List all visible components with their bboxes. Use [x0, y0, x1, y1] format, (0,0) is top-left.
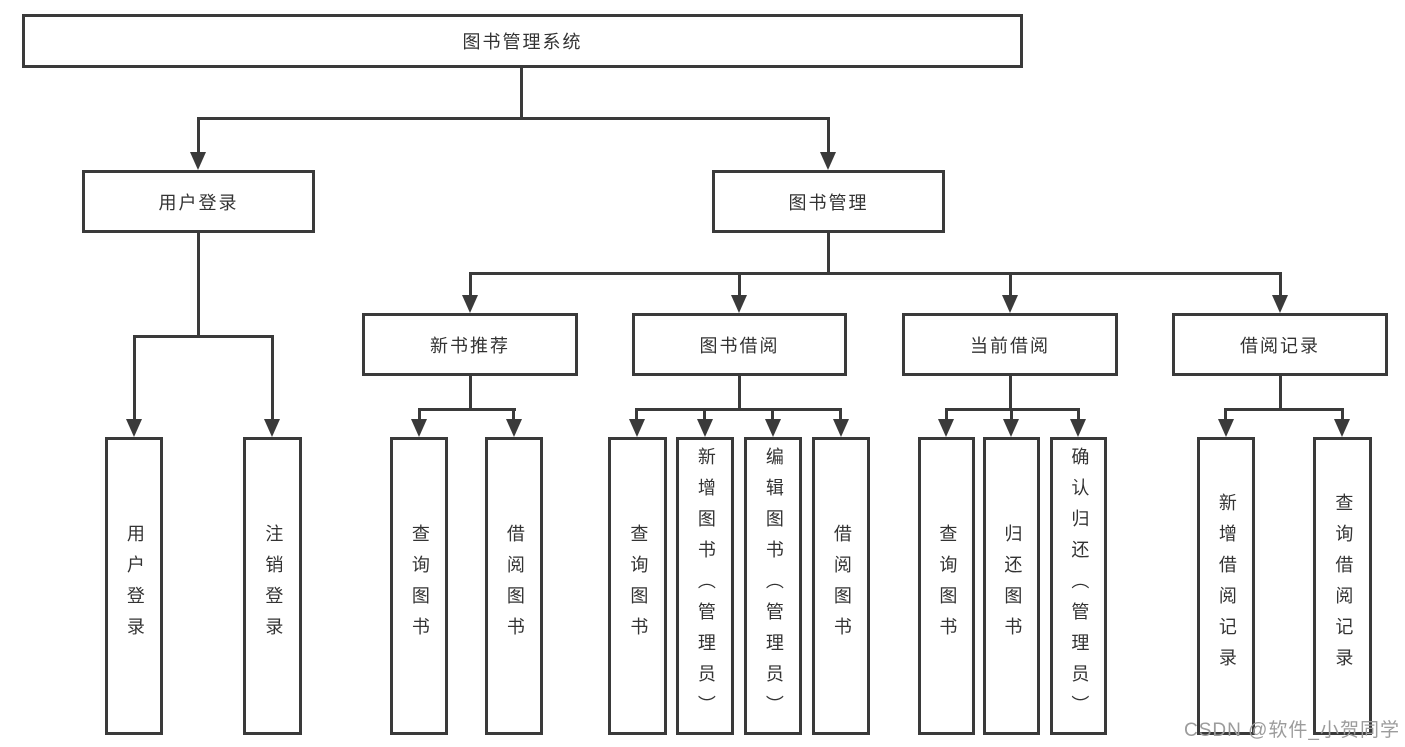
arrow-down-icon — [833, 419, 849, 437]
node-new-book-recommend: 新书推荐 — [362, 313, 578, 376]
connector-line — [1279, 272, 1282, 298]
connector-line — [469, 272, 1282, 275]
arrow-down-icon — [1272, 295, 1288, 313]
node-label: 新增图书（管理员） — [695, 446, 716, 726]
connector-line — [469, 376, 472, 408]
node-label: 查询图书 — [409, 524, 430, 648]
connector-line — [771, 408, 774, 422]
connector-line — [827, 233, 830, 274]
connector-line — [1009, 376, 1012, 408]
arrow-down-icon — [731, 295, 747, 313]
node-label: 新书推荐 — [430, 335, 510, 356]
arrow-down-icon — [411, 419, 427, 437]
connector-line — [512, 408, 515, 422]
node-borrow-records: 借阅记录 — [1172, 313, 1388, 376]
leaf-add-borrow-record: 新增借阅记录 — [1197, 437, 1255, 735]
node-user-login: 用户登录 — [82, 170, 315, 233]
connector-line — [418, 408, 421, 422]
leaf-confirm-return-admin: 确认归还（管理员） — [1050, 437, 1107, 735]
connector-line — [1009, 272, 1012, 298]
leaf-query-books-borrow: 查询图书 — [608, 437, 667, 735]
node-label: 确认归还（管理员） — [1069, 446, 1090, 726]
node-label: 查询图书 — [628, 524, 649, 648]
arrow-down-icon — [697, 419, 713, 437]
node-label: 图书管理 — [788, 192, 869, 213]
node-label: 图书管理系统 — [462, 32, 583, 52]
arrow-down-icon — [765, 419, 781, 437]
leaf-borrow-books-recommend: 借阅图书 — [485, 437, 543, 735]
connector-line — [738, 376, 741, 408]
node-label: 当前借阅 — [970, 335, 1050, 356]
node-label: 借阅图书 — [831, 524, 852, 648]
connector-line — [635, 408, 842, 411]
node-root: 图书管理系统 — [22, 14, 1023, 68]
arrow-down-icon — [506, 419, 522, 437]
arrow-down-icon — [1334, 419, 1350, 437]
node-label: 借阅记录 — [1240, 335, 1320, 356]
connector-line — [738, 272, 741, 298]
connector-line — [197, 117, 830, 120]
connector-line — [703, 408, 706, 422]
node-label: 归还图书 — [1002, 524, 1023, 648]
connector-line — [133, 335, 274, 338]
leaf-logout: 注销登录 — [243, 437, 302, 735]
connector-line — [1224, 408, 1227, 422]
arrow-down-icon — [1002, 295, 1018, 313]
leaf-borrow-books: 借阅图书 — [812, 437, 870, 735]
node-label: 用户登录 — [158, 192, 239, 213]
connector-line — [1077, 408, 1080, 422]
leaf-user-login: 用户登录 — [105, 437, 163, 735]
leaf-query-books-recommend: 查询图书 — [390, 437, 448, 735]
node-book-borrow: 图书借阅 — [632, 313, 847, 376]
connector-line — [827, 117, 830, 155]
arrow-down-icon — [190, 152, 206, 170]
node-current-borrow: 当前借阅 — [902, 313, 1118, 376]
arrow-down-icon — [1070, 419, 1086, 437]
watermark-text: CSDN @软件_小贺同学 — [1184, 720, 1400, 741]
connector-line — [418, 408, 516, 411]
arrow-down-icon — [462, 295, 478, 313]
node-label: 新增借阅记录 — [1216, 493, 1237, 679]
leaf-return-books: 归还图书 — [983, 437, 1040, 735]
arrow-down-icon — [820, 152, 836, 170]
connector-line — [1279, 376, 1282, 408]
arrow-down-icon — [1003, 419, 1019, 437]
leaf-query-books-current: 查询图书 — [918, 437, 975, 735]
node-label: 注销登录 — [263, 524, 284, 648]
connector-line — [1341, 408, 1344, 422]
node-label: 编辑图书（管理员） — [763, 446, 784, 726]
arrow-down-icon — [938, 419, 954, 437]
connector-line — [945, 408, 948, 422]
connector-line — [1224, 408, 1344, 411]
leaf-query-borrow-record: 查询借阅记录 — [1313, 437, 1372, 735]
arrow-down-icon — [629, 419, 645, 437]
arrow-down-icon — [126, 419, 142, 437]
connector-line — [271, 335, 274, 422]
connector-line — [839, 408, 842, 422]
leaf-add-book-admin: 新增图书（管理员） — [676, 437, 734, 735]
node-label: 图书借阅 — [699, 335, 780, 356]
connector-line — [469, 272, 472, 298]
connector-line — [520, 68, 523, 117]
connector-line — [1010, 408, 1013, 422]
node-label: 用户登录 — [124, 524, 145, 648]
connector-line — [197, 117, 200, 155]
node-label: 借阅图书 — [504, 524, 525, 648]
node-book-management: 图书管理 — [712, 170, 945, 233]
node-label: 查询借阅记录 — [1333, 493, 1354, 679]
connector-line — [133, 335, 136, 422]
arrow-down-icon — [1218, 419, 1234, 437]
arrow-down-icon — [264, 419, 280, 437]
leaf-edit-book-admin: 编辑图书（管理员） — [744, 437, 802, 735]
connector-line — [635, 408, 638, 422]
node-label: 查询图书 — [937, 524, 958, 648]
connector-line — [197, 233, 200, 335]
